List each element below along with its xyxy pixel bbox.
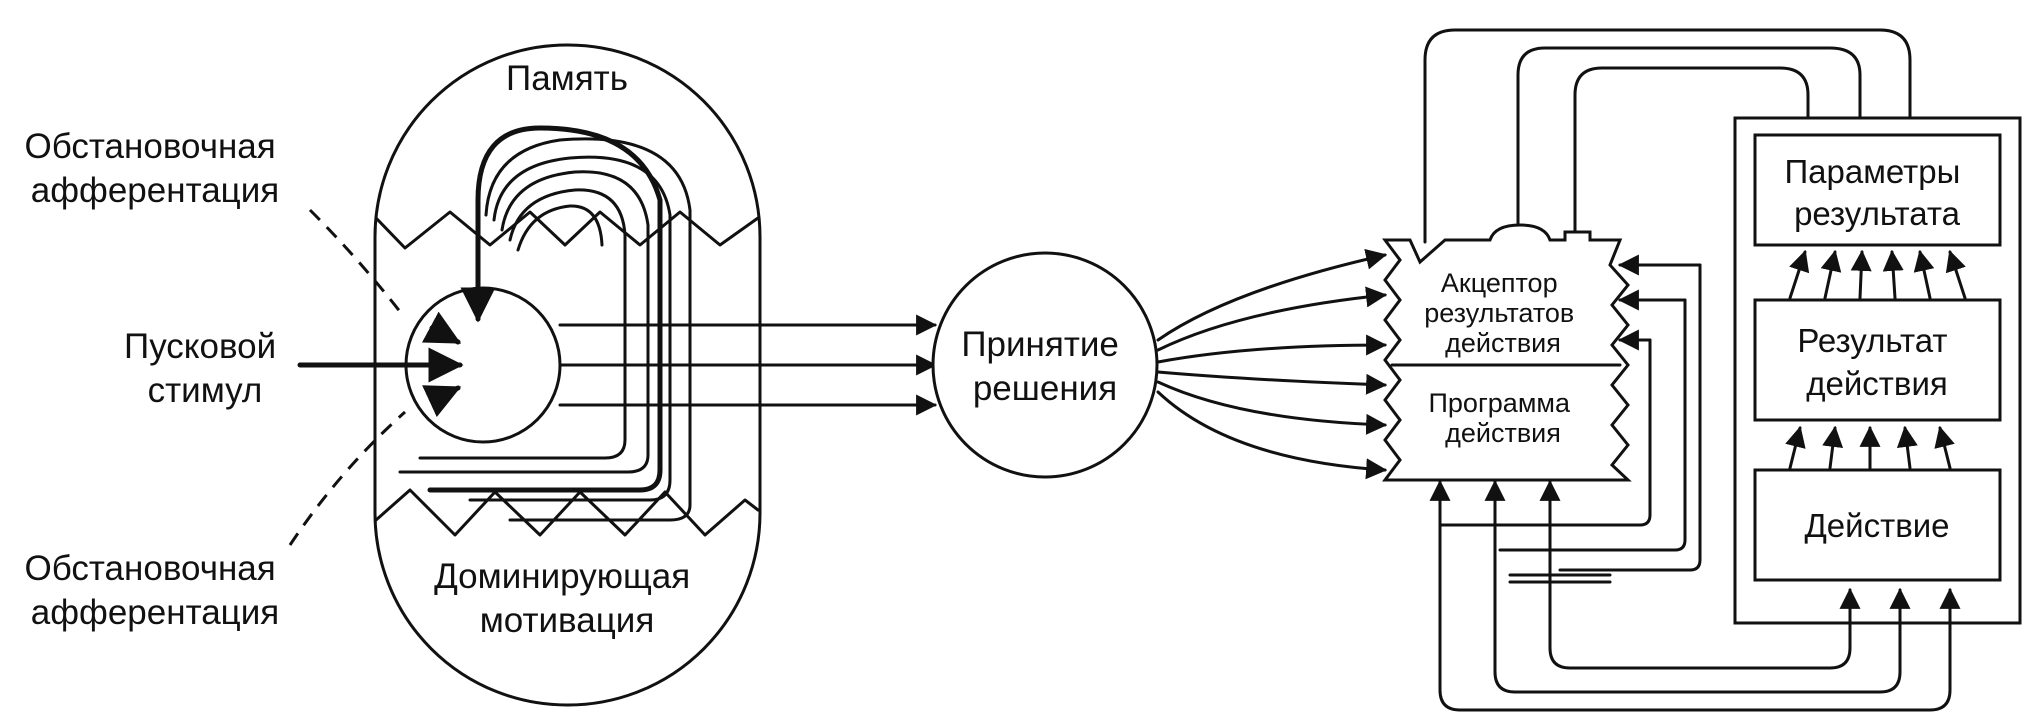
program-line2: действия: [1445, 418, 1561, 448]
trigger-stimulus-label: Пусковой стимул: [124, 327, 286, 410]
program-label: Программа действия: [1429, 388, 1578, 448]
result-line2: действия: [1806, 365, 1948, 402]
motivation-label-line2: мотивация: [480, 601, 655, 640]
situational-top-line1: Обстановочная: [25, 127, 276, 166]
decision-block: Принятие решения: [931, 248, 1388, 480]
result-params-line1: Параметры: [1784, 153, 1960, 190]
result-column-frame: [1733, 116, 2022, 625]
feedback-loops: [1423, 28, 1961, 712]
situational-bottom-line2: афферентация: [31, 593, 279, 632]
acceptor-line1: Акцептор: [1441, 268, 1558, 298]
decision-label: Принятие решения: [961, 325, 1128, 408]
situational-top-line2: афферентация: [31, 171, 279, 210]
action-label: Действие: [1804, 507, 1949, 544]
situational-arrows: [421, 311, 462, 418]
memory-label: Память: [506, 59, 628, 98]
result-label: Результат действия: [1797, 322, 1956, 402]
action-to-result-arrows: [1785, 425, 1955, 470]
decision-line1: Принятие: [961, 325, 1119, 364]
decision-line2: решения: [973, 369, 1117, 408]
result-params-label: Параметры результата: [1784, 153, 1969, 232]
memory-fibers: [398, 125, 692, 522]
acceptor-line3: действия: [1445, 328, 1561, 358]
situational-afferentation-top-label: Обстановочная афферентация: [25, 127, 286, 210]
situational-dashed-bottom: [288, 410, 406, 546]
memory-zigzag-boundary: [374, 210, 760, 250]
acceptor-program-block: Акцептор результатов действия Программа …: [1382, 223, 1632, 482]
afferent-synthesis-capsule: [373, 43, 762, 707]
synthesis-output-arrows: [558, 314, 938, 416]
situational-bottom-line1: Обстановочная: [25, 549, 276, 588]
situational-afferentation-bottom-label: Обстановочная афферентация: [25, 549, 286, 632]
situational-dashed-top: [308, 208, 407, 319]
afferent-synthesis-block: Память Доминирующая мотивация: [288, 43, 938, 707]
motivation-label: Доминирующая мотивация: [434, 557, 700, 640]
acceptor-line2: результатов: [1424, 298, 1574, 328]
result-params-line2: результата: [1794, 195, 1961, 232]
result-to-params-arrows: [1788, 249, 1967, 300]
motivation-zigzag-boundary: [374, 488, 760, 537]
result-params-box: [1753, 133, 2002, 247]
trigger-line1: Пусковой: [124, 327, 276, 366]
acceptor-label: Акцептор результатов действия: [1424, 268, 1582, 358]
trigger-line2: стимул: [148, 371, 263, 410]
program-line1: Программа: [1429, 388, 1571, 418]
decision-circle: [931, 251, 1159, 479]
acceptor-program-box: [1382, 223, 1632, 482]
result-column: Параметры результата Результат действия …: [1733, 116, 2022, 625]
result-line1: Результат: [1797, 322, 1947, 359]
decision-output-arrows: [1156, 248, 1388, 480]
motivation-label-line1: Доминирующая: [434, 557, 690, 596]
result-box: [1753, 298, 2002, 422]
